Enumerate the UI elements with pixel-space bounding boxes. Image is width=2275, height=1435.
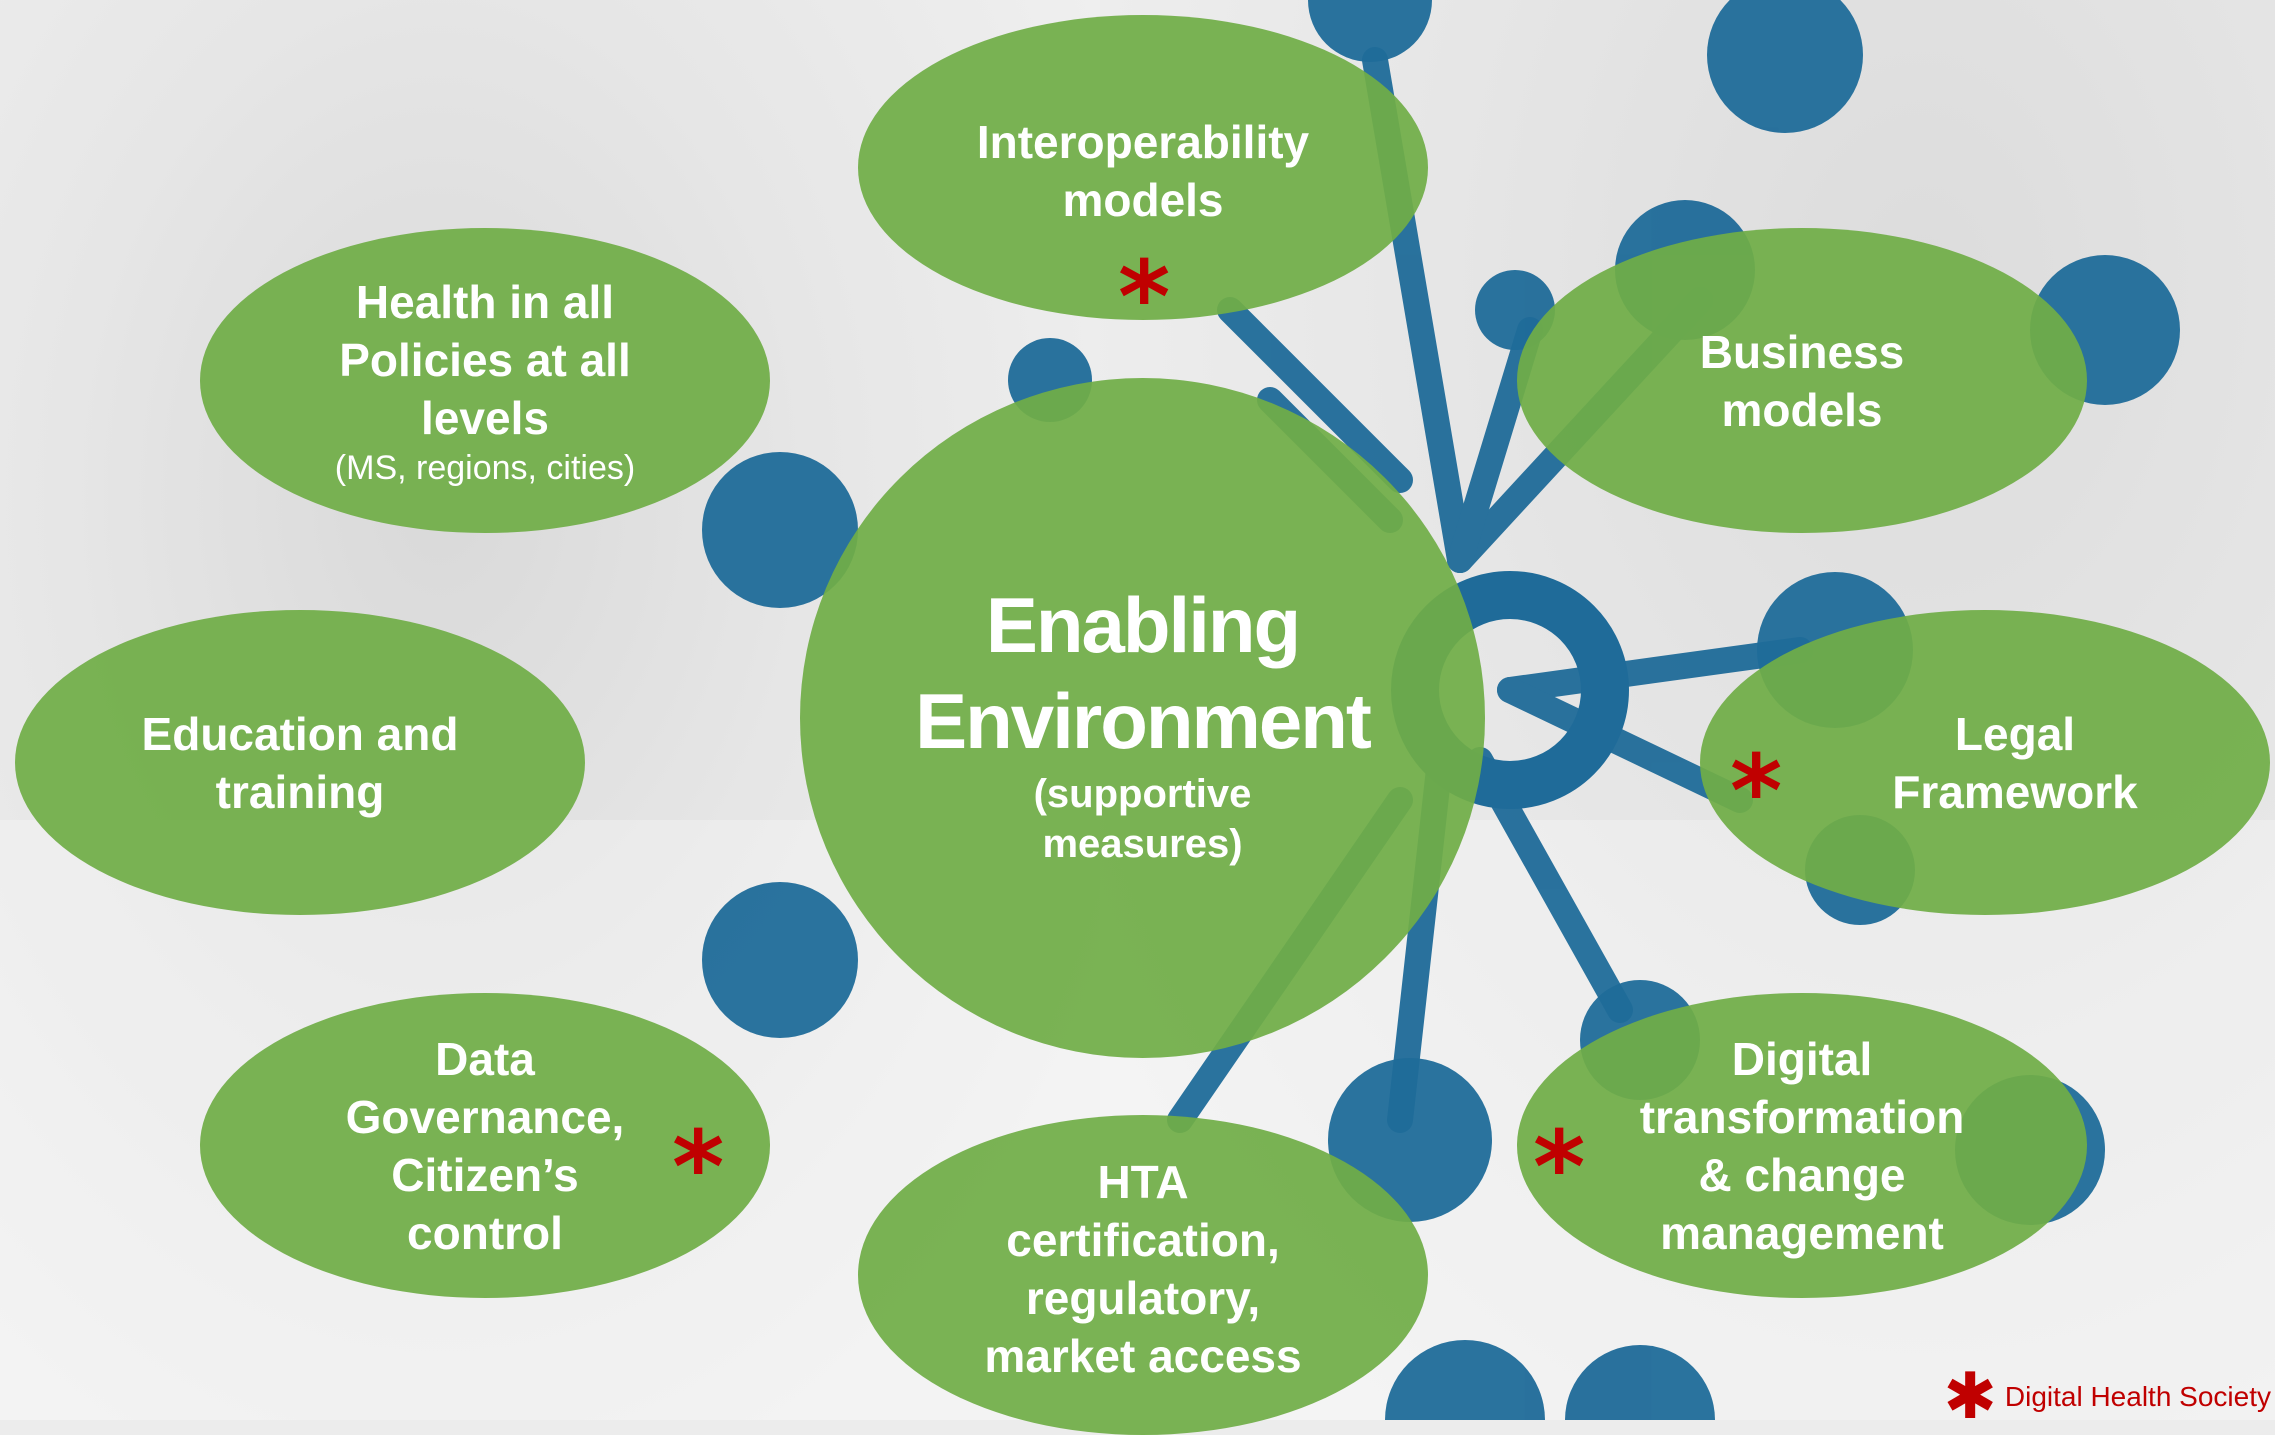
health-in-all-policies-oval: Health in all Policies at all levels (MS… xyxy=(200,228,770,533)
legend-star-icon: ✱ xyxy=(1943,1360,1997,1434)
interoperability-star-icon: * xyxy=(1118,239,1171,356)
business-line1: Business xyxy=(1699,325,1905,378)
education-line2: training xyxy=(215,765,385,818)
hta-line3: regulatory, xyxy=(1025,1272,1261,1324)
center-subtitle-line1: (supportive xyxy=(1033,772,1252,816)
health-line3: levels xyxy=(421,391,549,444)
health-line1: Health in all xyxy=(355,275,615,328)
interoperability-line2: models xyxy=(1062,174,1224,226)
education-line1: Education and xyxy=(141,707,459,760)
legal-framework-oval: Legal Framework xyxy=(1700,610,2270,915)
digital-line1: Digital xyxy=(1731,1032,1873,1085)
digital-line2: transformation xyxy=(1639,1090,1965,1143)
digital-transformation-star-icon: * xyxy=(1533,1109,1586,1226)
interoperability-models-oval: Interoperability models xyxy=(858,15,1428,320)
center-title-line2: Environment xyxy=(915,677,1372,765)
health-line2: Policies at all xyxy=(339,333,631,386)
center-subtitle-line2: measures) xyxy=(1042,822,1243,866)
data-governance-oval: Data Governance, Citizen’s control xyxy=(200,993,770,1298)
digital-transformation-oval: Digital transformation & change manageme… xyxy=(1517,993,2087,1298)
data-governance-star-icon: * xyxy=(672,1109,725,1226)
center-title-line1: Enabling xyxy=(985,581,1301,669)
data-line3: Citizen’s xyxy=(391,1148,579,1201)
legal-line1: Legal xyxy=(1954,707,2076,760)
hta-line4: market access xyxy=(984,1330,1302,1382)
data-line4: control xyxy=(407,1206,563,1259)
business-models-oval: Business models xyxy=(1517,228,2087,533)
digital-line3: & change xyxy=(1698,1148,1906,1201)
legal-line2: Framework xyxy=(1892,765,2138,818)
hta-line2: certification, xyxy=(1006,1214,1280,1266)
education-training-oval: Education and training xyxy=(15,610,585,915)
hta-certification-oval: HTA certification, regulatory, market ac… xyxy=(858,1115,1428,1435)
legal-star-icon: * xyxy=(1730,733,1783,850)
legend-label: Digital Health Society xyxy=(2004,1381,2271,1412)
enabling-environment-circle: Enabling Environment (supportive measure… xyxy=(800,378,1485,1058)
hta-line1: HTA xyxy=(1097,1156,1189,1208)
business-line2: models xyxy=(1721,383,1883,436)
data-line1: Data xyxy=(435,1032,535,1085)
legend: ✱ Digital Health Society xyxy=(1943,1360,2271,1434)
data-line2: Governance, xyxy=(345,1090,625,1143)
interoperability-line1: Interoperability xyxy=(976,116,1310,168)
digital-line4: management xyxy=(1660,1206,1944,1259)
health-sub: (MS, regions, cities) xyxy=(334,448,636,487)
